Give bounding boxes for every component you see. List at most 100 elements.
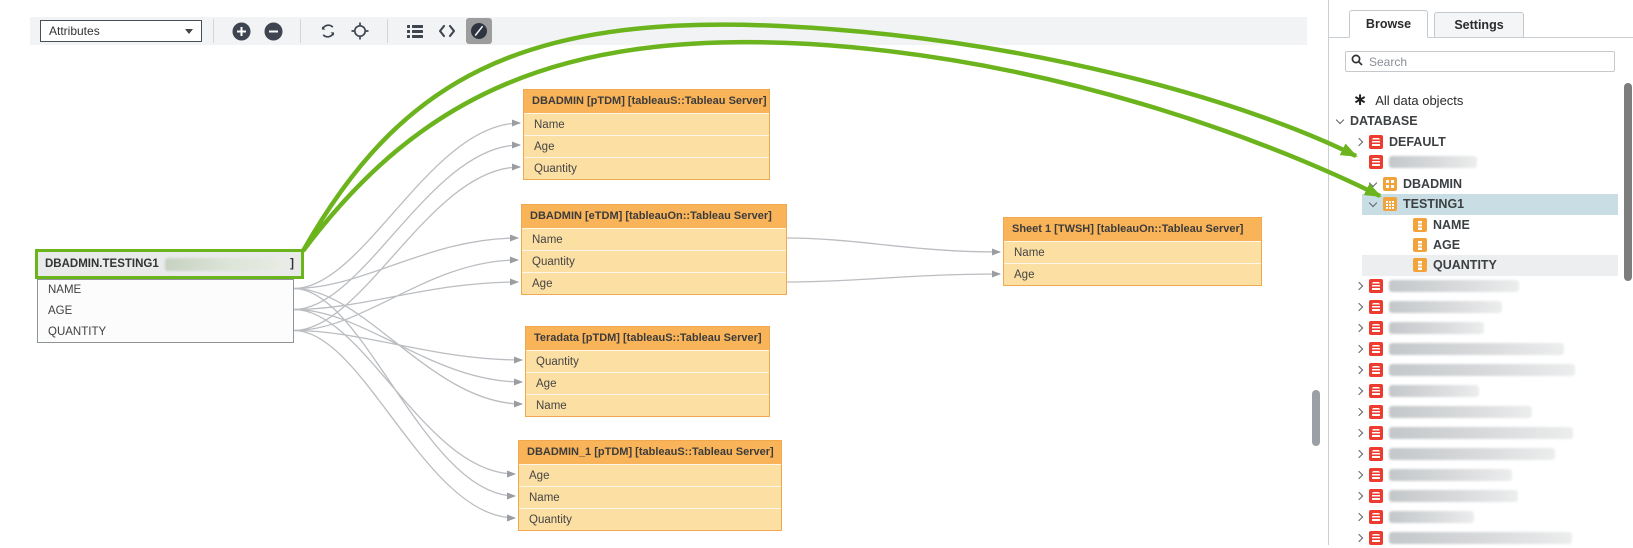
tree-item-all-data-objects[interactable]: ∗ All data objects	[1353, 90, 1463, 110]
node-sheet1-twsh[interactable]: Sheet 1 [TWSH] [tableauOn::Tableau Serve…	[1003, 217, 1262, 286]
redacted-text	[1389, 156, 1477, 168]
chevron-right-icon[interactable]	[1354, 491, 1364, 501]
tree-item-name-column[interactable]: NAME	[1413, 215, 1470, 235]
chevron-right-icon[interactable]	[1354, 512, 1364, 522]
refresh-button[interactable]	[315, 18, 341, 44]
chevron-down-icon[interactable]	[1335, 115, 1345, 124]
zoom-in-button[interactable]	[228, 18, 254, 44]
chevron-right-icon[interactable]	[1354, 533, 1364, 543]
chevron-down-icon[interactable]	[1368, 178, 1378, 187]
asterisk-icon: ∗	[1353, 90, 1368, 109]
node-dbadmin1-ptdm[interactable]: DBADMIN_1 [pTDM] [tableauS::Tableau Serv…	[518, 440, 782, 531]
zoom-out-button[interactable]	[260, 18, 286, 44]
node-field-row[interactable]: Age	[1004, 263, 1261, 285]
node-field-row[interactable]: Quantity	[526, 350, 769, 372]
tree-item-redacted[interactable]	[1354, 423, 1573, 443]
tree-item-redacted-database[interactable]	[1369, 152, 1477, 172]
database-icon	[1369, 510, 1383, 524]
tree-item-redacted[interactable]	[1354, 528, 1572, 548]
node-field-row[interactable]: Age	[522, 272, 786, 294]
tree-item-default[interactable]: DEFAULT	[1354, 132, 1446, 152]
toolbar-separator	[213, 19, 214, 43]
canvas-vertical-scrollbar[interactable]	[1312, 390, 1320, 446]
node-field-row[interactable]: Age	[519, 464, 781, 486]
node-title[interactable]: Teradata [pTDM] [tableauS::Tableau Serve…	[526, 327, 769, 350]
node-field-row[interactable]: Quantity	[524, 157, 769, 179]
node-teradata-ptdm[interactable]: Teradata [pTDM] [tableauS::Tableau Serve…	[525, 326, 770, 417]
chevron-right-icon[interactable]	[1354, 386, 1364, 396]
lineage-edge	[293, 329, 523, 364]
code-view-button[interactable]	[434, 18, 460, 44]
locate-button[interactable]	[347, 18, 373, 44]
node-field-row[interactable]: Name	[522, 228, 786, 250]
tree-item-redacted[interactable]	[1354, 381, 1479, 401]
node-field-row[interactable]: Quantity	[519, 508, 781, 530]
node-field-row[interactable]: Name	[1004, 241, 1261, 263]
attributes-dropdown-value: Attributes	[49, 24, 100, 38]
chevron-right-icon[interactable]	[1354, 365, 1364, 375]
node-title[interactable]: Sheet 1 [TWSH] [tableauOn::Tableau Serve…	[1004, 218, 1261, 241]
lineage-edge	[786, 270, 1001, 283]
node-field-row[interactable]: Quantity	[522, 250, 786, 272]
search-box[interactable]	[1345, 51, 1615, 72]
locate-icon	[351, 22, 369, 40]
database-icon	[1369, 155, 1383, 169]
tree-item-redacted[interactable]	[1354, 318, 1484, 338]
tree-item-testing1[interactable]: TESTING1	[1368, 194, 1464, 214]
database-icon	[1369, 342, 1383, 356]
node-field-row[interactable]: Age	[524, 135, 769, 157]
tree-item-redacted[interactable]	[1354, 507, 1474, 527]
node-field-row[interactable]: Name	[526, 394, 769, 416]
tree-item-redacted[interactable]	[1354, 444, 1555, 464]
tree-item-redacted[interactable]	[1354, 486, 1518, 506]
search-input[interactable]	[1367, 53, 1609, 70]
chevron-right-icon[interactable]	[1354, 344, 1364, 354]
toolbar-separator	[387, 19, 388, 43]
node-field-row[interactable]: NAME	[48, 284, 82, 296]
column-icon	[1413, 258, 1427, 272]
node-title[interactable]: DBADMIN [eTDM] [tableauOn::Tableau Serve…	[522, 205, 786, 228]
chevron-right-icon[interactable]	[1354, 428, 1364, 438]
chevron-right-icon[interactable]	[1354, 449, 1364, 459]
sidebar-vertical-scrollbar[interactable]	[1624, 83, 1632, 281]
source-node-header[interactable]: DBADMIN.TESTING1 ]	[35, 249, 304, 279]
chevron-down-icon[interactable]	[1368, 198, 1378, 207]
tabbar-border	[1329, 37, 1633, 38]
tab-browse-label: Browse	[1365, 17, 1412, 31]
node-field-row[interactable]: Name	[519, 486, 781, 508]
tree-item-redacted[interactable]	[1354, 297, 1502, 317]
chevron-right-icon[interactable]	[1354, 323, 1364, 333]
tree-item-dbadmin[interactable]: DBADMIN	[1368, 174, 1462, 194]
chevron-right-icon[interactable]	[1354, 407, 1364, 417]
source-node[interactable]: NAME AGE QUANTITY	[37, 279, 294, 343]
chevron-down-icon	[185, 28, 193, 34]
node-dbadmin-etdm[interactable]: DBADMIN [eTDM] [tableauOn::Tableau Serve…	[521, 204, 787, 295]
list-view-button[interactable]	[402, 18, 428, 44]
chevron-right-icon[interactable]	[1354, 302, 1364, 312]
tree-item-age-column[interactable]: AGE	[1413, 235, 1460, 255]
zoom-out-icon	[264, 22, 283, 41]
tab-browse[interactable]: Browse	[1349, 10, 1428, 38]
lineage-toggle-button[interactable]	[466, 18, 492, 44]
chevron-right-icon[interactable]	[1354, 281, 1364, 291]
column-icon	[1413, 238, 1427, 252]
tree-item-redacted[interactable]	[1354, 402, 1532, 422]
node-field-row[interactable]: QUANTITY	[48, 326, 107, 338]
tree-item-quantity-column[interactable]: QUANTITY	[1413, 255, 1497, 275]
node-title[interactable]: DBADMIN [pTDM] [tableauS::Tableau Server…	[524, 90, 769, 113]
node-field-row[interactable]: AGE	[48, 305, 73, 317]
node-dbadmin-ptdm[interactable]: DBADMIN [pTDM] [tableauS::Tableau Server…	[523, 89, 770, 180]
tree-item-database[interactable]: DATABASE	[1335, 111, 1418, 131]
tree-item-redacted[interactable]	[1354, 360, 1575, 380]
redacted-text	[1389, 280, 1519, 292]
tree-item-redacted[interactable]	[1354, 339, 1564, 359]
tree-item-redacted[interactable]	[1354, 465, 1512, 485]
node-field-row[interactable]: Name	[524, 113, 769, 135]
chevron-right-icon[interactable]	[1354, 137, 1364, 147]
attributes-dropdown[interactable]: Attributes	[40, 20, 202, 42]
tree-item-redacted[interactable]	[1354, 276, 1519, 296]
node-field-row[interactable]: Age	[526, 372, 769, 394]
chevron-right-icon[interactable]	[1354, 470, 1364, 480]
node-title[interactable]: DBADMIN_1 [pTDM] [tableauS::Tableau Serv…	[519, 441, 781, 464]
tab-settings[interactable]: Settings	[1434, 12, 1524, 38]
